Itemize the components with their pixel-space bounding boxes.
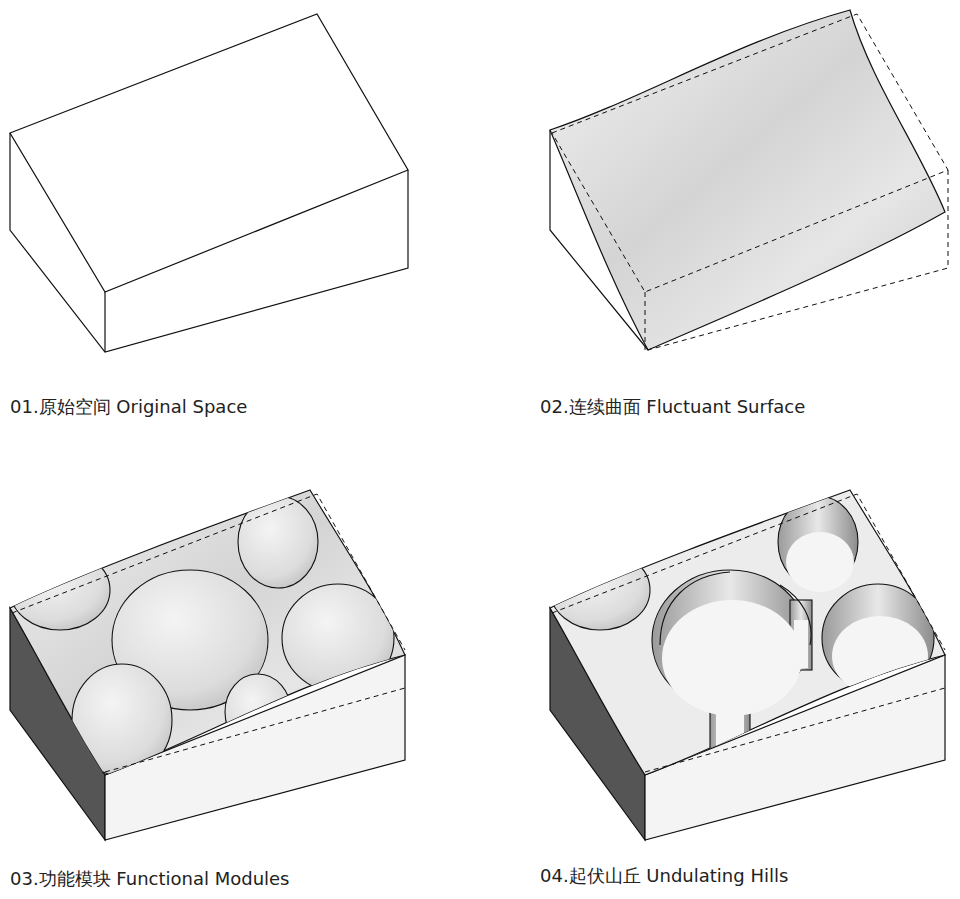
- fluctuant-surface: [550, 10, 948, 350]
- undulating-hills: [550, 490, 945, 840]
- panel-caption: 04.起伏山丘 Undulating Hills: [540, 865, 788, 887]
- panel-caption: 02.连续曲面 Fluctuant Surface: [540, 396, 805, 418]
- original-box: [10, 14, 408, 352]
- panel-caption: 03.功能模块 Functional Modules: [10, 868, 290, 890]
- functional-modules: [10, 490, 405, 840]
- panel-caption: 01.原始空间 Original Space: [10, 396, 247, 418]
